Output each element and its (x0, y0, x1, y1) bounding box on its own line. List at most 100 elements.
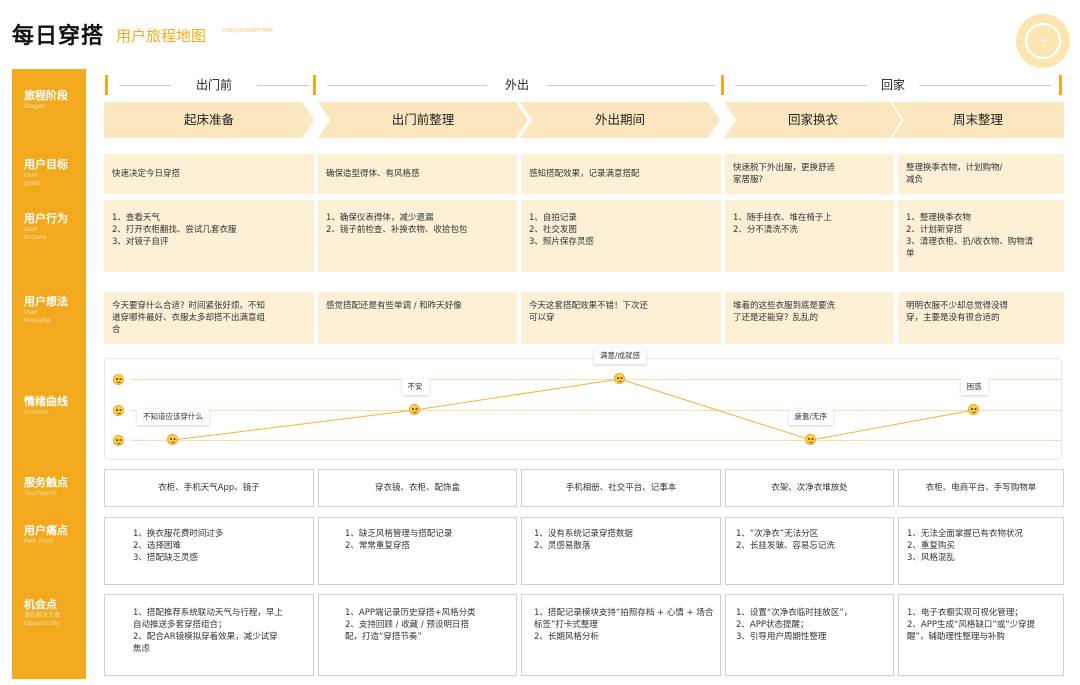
phase-marker (1059, 75, 1062, 95)
action-cell: 1、查看天气 2、打开衣柜翻找、尝试几套衣服 3、对镜子自评 (104, 200, 314, 272)
sidebar: 旅程阶段 Stages 用户目标 User goals 用户行为 User Ac… (12, 69, 86, 679)
touchpoint-cell: 衣柜、手机天气App、镜子 (104, 469, 314, 507)
pain-point-cell: 1、无法全面掌握已有衣物状况 2、重复购买 3、风格混乱 (898, 517, 1064, 585)
thought-cell: 堆着的这些衣服到底是要洗 了还是还能穿？乱乱的 (725, 292, 894, 344)
emotion-point-face-icon (409, 404, 420, 415)
stage-label: 周末整理 (952, 112, 1003, 127)
level-face-icon-high (113, 374, 124, 385)
emotion-level-low (131, 440, 1061, 441)
stage-weekend: 周末整理 (892, 102, 1064, 138)
touchpoint-cell: 衣架、次净衣堆放处 (725, 469, 894, 507)
emotion-level-mid (131, 410, 1061, 411)
sidebar-row-pain-point: 用户痛点 Pain Point (24, 524, 68, 546)
sidebar-row-label: 用户痛点 (24, 524, 68, 537)
emotion-label: 不安 (401, 379, 429, 395)
action-cell: 1、整理换季衣物 2、计划新穿搭 3、清理衣柜、扔/收衣物、购物清 单 (898, 200, 1064, 272)
opportunity-cell: 1、APP端记录历史穿搭+风格分类 2、支持回顾 / 收藏 / 预设明日搭 配，… (318, 594, 517, 676)
opportunity-cell: 1、搭配记录模块支持“拍照存档 + 心情 + 场合 标签”打卡式整理 2、长期风… (521, 594, 721, 676)
phase-marker (721, 75, 724, 95)
emotion-label: 不知道应该穿什么 (137, 409, 209, 425)
sidebar-row-label: 机会点 (24, 598, 57, 611)
stage-label: 回家换衣 (787, 112, 838, 127)
stage-chevron (724, 102, 902, 138)
stage-chevron (520, 102, 720, 138)
sidebar-row-label-en: Emotion (24, 409, 49, 416)
goal-cell: 确保造型得体、有风格感 (318, 154, 517, 194)
thought-cell: 感觉搭配还是有些单调 / 和昨天好像 (318, 292, 517, 344)
page-title: 每日穿搭 (12, 24, 105, 49)
stage-chevron (318, 102, 528, 138)
stage-pre-departure: 出门前整理 (318, 102, 528, 138)
stage-label: 外出期间 (594, 112, 645, 127)
stage-chevron (104, 102, 314, 138)
action-cell: 1、自拍记录 2、社交发图 3、照片保存灵感 (521, 200, 721, 272)
sidebar-row-actions: 用户行为 User Actions (24, 212, 68, 242)
pain-point-cell: 1、没有系统记录穿搭数据 2、灵感易散落 (521, 517, 721, 585)
sidebar-row-label: 用户行为 (24, 212, 68, 225)
opportunity-cell: 1、电子衣橱实现可视化管理； 2、APP生成“风格缺口”或“少穿提 醒”，辅助理… (898, 594, 1064, 676)
emotion-curve-line (172, 378, 975, 441)
opportunity-cell: 1、搭配推荐系统联动天气与行程，早上 自动推送多套穿搭组合； 2、配合AR镜模拟… (104, 594, 314, 676)
emotion-level-high (131, 379, 1061, 380)
thought-cell: 今天要穿什么合适？时间紧张好烦。不知 道穿哪件最好、衣服太多却搭不出满意组 合 (104, 292, 314, 344)
sidebar-row-label: 情绪曲线 (24, 395, 68, 408)
logo: ᵕ (1016, 14, 1070, 68)
sidebar-row-label-en: 潜在解决方案 Opportunity (24, 612, 61, 627)
action-cell: 1、确保仪表得体，减少遗漏 2、镜子前检查、补换衣物、收拾包包 (318, 200, 517, 272)
emotion-point-face-icon (614, 373, 625, 384)
sidebar-row-label-en: User Actions (24, 226, 46, 241)
goal-cell: 感知搭配效果，记录满意搭配 (521, 154, 721, 194)
sidebar-row-label: 服务触点 (24, 476, 68, 489)
emotion-curve (172, 378, 975, 441)
sidebar-row-emotion: 情绪曲线 Emotion (24, 395, 68, 417)
emotion-label: 疲惫/无序 (788, 409, 834, 425)
sidebar-row-label-en: User thoughts (24, 309, 51, 324)
phase-before-leaving: 出门前 (105, 74, 313, 96)
emotion-point-face-icon (968, 404, 979, 415)
goal-cell: 快速决定今日穿搭 (104, 154, 314, 194)
pain-point-cell: 1、“次净衣”无法分区 2、长挂发皱、容易忘记洗 (725, 517, 894, 585)
smile-logo-icon: ᵕ (1025, 23, 1061, 59)
touchpoint-cell: 衣柜、电商平台、手写购物单 (898, 469, 1064, 507)
sidebar-row-goals: 用户目标 User goals (24, 158, 68, 188)
stage-wake-up: 起床准备 (104, 102, 314, 138)
phase-label: 出门前 (195, 78, 232, 92)
phase-outside: 外出 (313, 74, 723, 96)
level-face-icon-low (113, 435, 124, 446)
sidebar-row-thoughts: 用户想法 User thoughts (24, 295, 68, 325)
emotion-point-face-icon (805, 434, 816, 445)
level-face-icon-mid (113, 405, 124, 416)
sidebar-row-label: 用户想法 (24, 295, 68, 308)
page-subtitle: 用户旅程地图 (116, 27, 207, 45)
thought-cell: 明明衣服不少却总觉得没得 穿，主要是没有很合适的 (898, 292, 1064, 344)
emotion-chart: 不知道应该穿什么不安满意/成就感疲惫/无序困惑 (104, 348, 1062, 460)
phase-divider (257, 85, 309, 86)
sidebar-row-touchpoint: 服务触点 Touchpoint (24, 476, 68, 498)
touchpoint-cell: 手机相册、社交平台、记事本 (521, 469, 721, 507)
stage-home-change: 回家换衣 (724, 102, 902, 138)
page-subtitle-en: USER JOURNEY MAP (223, 28, 273, 34)
emotion-label: 困惑 (960, 379, 988, 395)
sidebar-row-label: 旅程阶段 (24, 89, 68, 102)
opportunity-cell: 1、设置“次净衣临时挂放区”， 2、APP状态提醒； 3、引导用户周期性整理 (725, 594, 894, 676)
stage-outside: 外出期间 (520, 102, 720, 138)
phase-divider (547, 85, 715, 86)
sidebar-row-label: 用户目标 (24, 158, 68, 171)
stage-chevron (892, 102, 1064, 138)
phase-divider (919, 85, 1051, 86)
pain-point-cell: 1、换衣服花费时间过多 2、选择困难 3、搭配缺乏灵感 (104, 517, 314, 585)
phase-divider (327, 85, 487, 86)
sidebar-row-label-en: Pain Point (24, 538, 54, 545)
phase-divider (119, 85, 171, 86)
sidebar-row-label-en: Stages (24, 103, 45, 110)
touchpoint-cell: 穿衣镜、衣柜、配饰盒 (318, 469, 517, 507)
pain-point-cell: 1、缺乏风格管理与搭配记录 2、常常重复穿搭 (318, 517, 517, 585)
phase-label: 外出 (504, 78, 529, 92)
thought-cell: 今天这套搭配效果不错！下次还 可以穿 (521, 292, 721, 344)
sidebar-row-stages: 旅程阶段 Stages (24, 89, 68, 111)
phase-marker (313, 75, 316, 95)
sidebar-row-label-en: Touchpoint (24, 490, 57, 497)
phase-label: 回家 (880, 78, 905, 92)
phase-home: 回家 (721, 74, 1065, 96)
stage-label: 出门前整理 (391, 112, 455, 127)
